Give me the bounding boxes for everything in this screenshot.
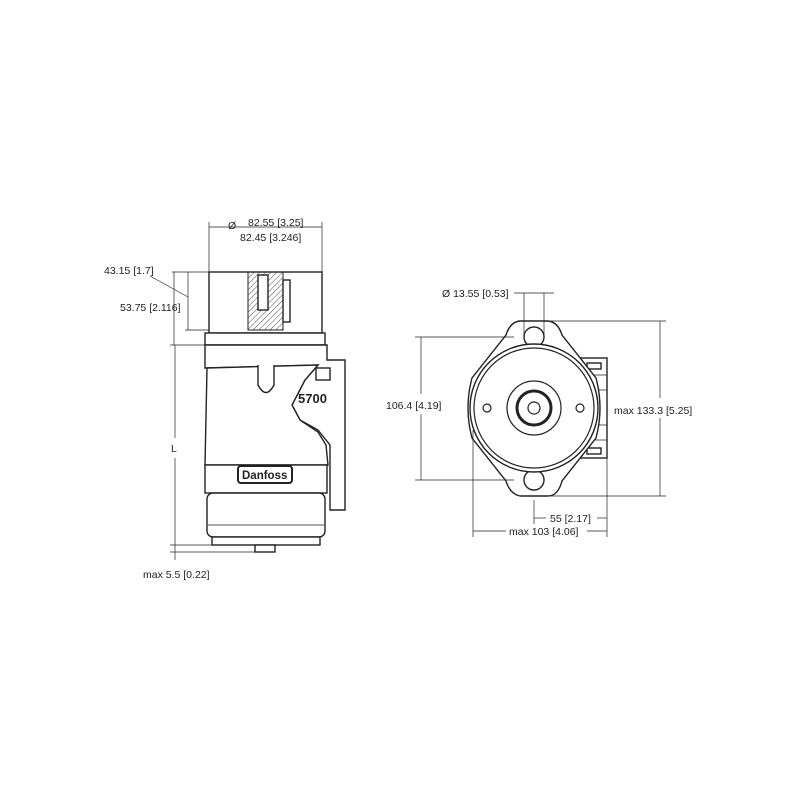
- model-number-label: 5700: [298, 391, 327, 406]
- side-view: 5700 Danfoss Ø 82.55 [3.25] 82.45 [3.246…: [104, 217, 346, 581]
- diameter-max-label: 82.55 [3.25]: [248, 217, 304, 229]
- motor-side-outline: 5700 Danfoss: [204, 271, 346, 553]
- dim-53-75-label: 53.75 [2.116]: [120, 302, 181, 314]
- motor-front-outline: [467, 320, 608, 497]
- bottom-dim-label: max 5.5 [0.22]: [143, 569, 210, 581]
- diameter-symbol: Ø: [228, 220, 236, 232]
- brand-logo: Danfoss: [242, 470, 287, 482]
- length-label: L: [171, 443, 177, 455]
- hole-spacing-label: 106.4 [4.19]: [386, 400, 442, 412]
- hole-diameter-label: Ø 13.55 [0.53]: [442, 288, 509, 300]
- width-max-label: max 103 [4.06]: [509, 526, 579, 538]
- diameter-min-label: 82.45 [3.246]: [240, 232, 301, 244]
- front-view: Ø 13.55 [0.53] 106.4 [4.19] max 133.3 [5…: [386, 288, 692, 538]
- height-max-label: max 133.3 [5.25]: [614, 405, 692, 417]
- offset-label: 55 [2.17]: [550, 513, 591, 525]
- dim-43-15-label: 43.15 [1.7]: [104, 265, 154, 277]
